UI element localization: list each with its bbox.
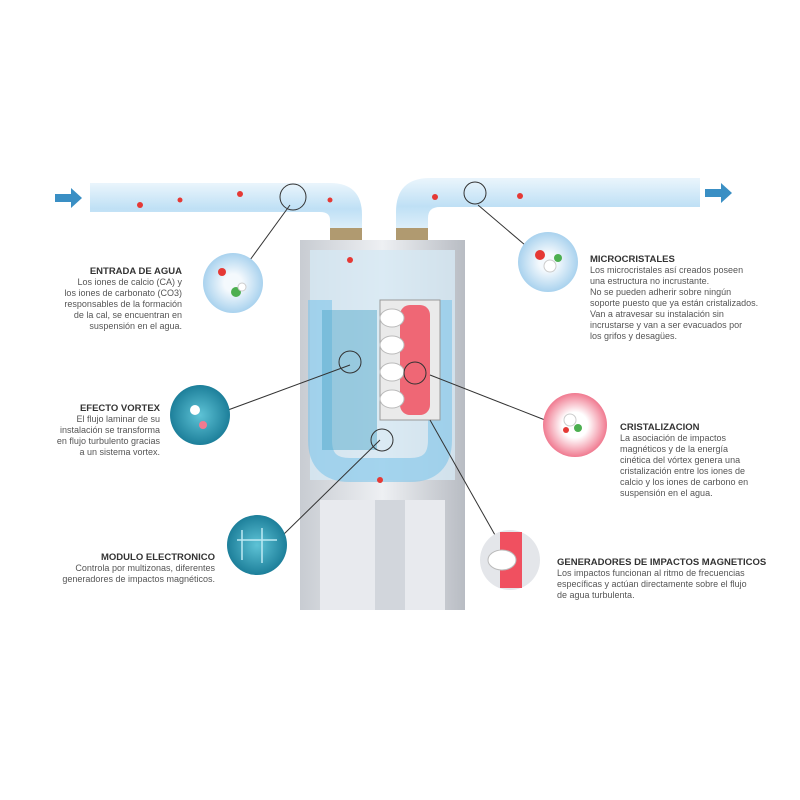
device-housing	[300, 240, 465, 610]
inlet-pipe	[90, 183, 362, 235]
callout-line: en flujo turbulento gracias	[56, 436, 160, 446]
callout-cristal: CRISTALIZACION La asociación de impactos…	[620, 422, 795, 499]
callout-line: calcio y los iones de carbono en	[620, 477, 749, 487]
callout-entrada-image	[203, 253, 263, 313]
callout-line: soporte puesto que ya están cristalizado…	[590, 298, 759, 308]
callout-cristal-image	[543, 393, 607, 457]
callout-line: específicas y actúan directamente sobre …	[557, 579, 747, 589]
callout-line: cristalización entre los iones de	[620, 466, 746, 476]
outlet-arrow-icon	[705, 183, 732, 203]
callout-modulo-image	[227, 515, 287, 575]
callout-title: CRISTALIZACION	[620, 422, 700, 433]
callout-line: de agua turbulenta.	[557, 590, 635, 600]
callout-modulo: MODULO ELECTRONICO Controla por multizon…	[20, 552, 215, 585]
callout-line: suspensión en el agua.	[620, 488, 713, 498]
callout-vortex-image	[170, 385, 230, 445]
callout-line: Van a atravesar su instalación sin	[590, 309, 724, 319]
inlet-arrow-icon	[55, 188, 82, 208]
callout-line: responsables de la formación	[64, 299, 182, 309]
callout-title: ENTRADA DE AGUA	[89, 266, 182, 277]
callout-line: instalación se transforma	[59, 425, 160, 435]
callout-line: una estructura no incrustante.	[590, 276, 710, 286]
callout-line: Los impactos funcionan al ritmo de frecu…	[557, 568, 745, 578]
callout-generadores-image	[480, 530, 540, 590]
callout-title: MODULO ELECTRONICO	[101, 552, 215, 563]
callout-line: a un sistema vortex.	[79, 447, 160, 457]
callout-line: La asociación de impactos	[620, 433, 727, 443]
callout-line: de la cal, se encuentran en	[73, 310, 182, 320]
callout-line: cinética del vórtex genera una	[620, 455, 741, 465]
callout-title: EFECTO VORTEX	[79, 403, 160, 414]
callout-line: incrustarse y van a ser evacuados por	[590, 320, 743, 330]
callout-line: suspensión en el agua.	[89, 321, 182, 331]
callout-title: GENERADORES DE IMPACTOS MAGNETICOS	[557, 557, 767, 568]
callout-line: magnéticos y de la energía	[620, 444, 729, 454]
callout-line: los iones de carbonato (CO3)	[64, 288, 182, 298]
callout-line: No se pueden adherir sobre ningún	[590, 287, 732, 297]
callout-line: Controla por multizonas, diferentes	[75, 563, 215, 573]
callout-line: los grifos y desagües.	[590, 331, 678, 341]
callout-generadores: GENERADORES DE IMPACTOS MAGNETICOS Los i…	[557, 557, 797, 601]
callout-line: Los iones de calcio (CA) y	[77, 277, 182, 287]
callout-title: MICROCRISTALES	[590, 254, 675, 265]
ions	[137, 191, 523, 483]
callout-line: Los microcristales así creados poseen	[590, 265, 744, 275]
outlet-pipe	[396, 178, 700, 235]
callout-entrada: ENTRADA DE AGUA Los iones de calcio (CA)…	[40, 266, 182, 332]
callout-line: El flujo laminar de su	[76, 414, 160, 424]
callout-micro: MICROCRISTALES Los microcristales así cr…	[590, 254, 790, 342]
callout-line: generadores de impactos magnéticos.	[62, 574, 215, 584]
callout-vortex: EFECTO VORTEX El flujo laminar de su ins…	[30, 403, 160, 458]
callout-micro-image	[518, 232, 578, 292]
